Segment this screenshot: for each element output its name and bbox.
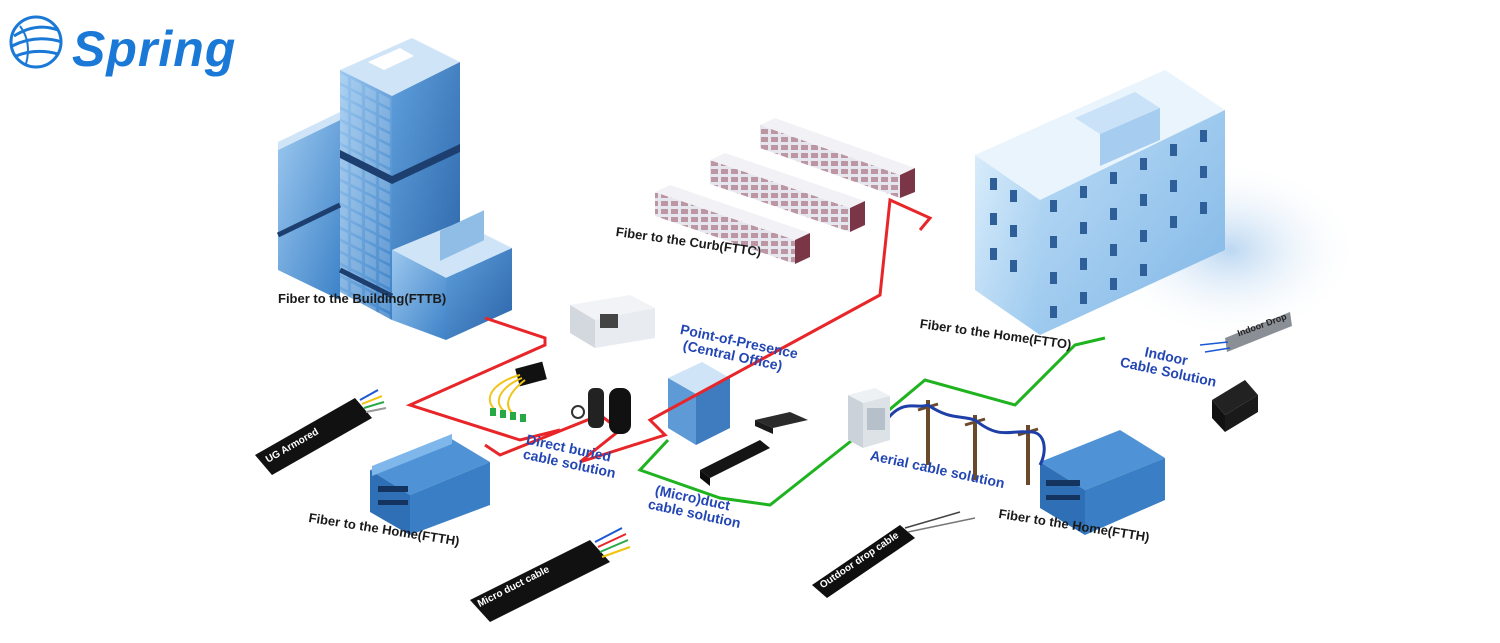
ug-armored-cable xyxy=(255,389,387,475)
ftth-house-right xyxy=(1040,430,1165,535)
inline-closure xyxy=(700,440,770,486)
spring-logo: Spring xyxy=(6,12,286,78)
ftth-house-left xyxy=(370,434,490,535)
patch-panel xyxy=(755,412,808,434)
fttb-building xyxy=(276,38,512,347)
fttc-rowhouses xyxy=(655,118,915,264)
fiber-splitter xyxy=(488,361,547,422)
label-fttb: Fiber to the Building(FTTB) xyxy=(278,291,447,306)
pop-building xyxy=(668,362,730,445)
red-fiber-path-fttc xyxy=(484,197,933,464)
aerial-poles xyxy=(917,400,1039,485)
ftto-building xyxy=(975,70,1225,335)
red-fiber-path-fttb xyxy=(405,316,561,442)
indoor-closure xyxy=(1212,380,1258,432)
ftto-windows xyxy=(990,130,1207,318)
indoor-drop-cable xyxy=(1199,312,1292,353)
aerial-cable xyxy=(878,403,1046,466)
brand-name: Spring xyxy=(72,21,237,77)
globe-logo-icon xyxy=(9,15,63,69)
street-cabinet xyxy=(848,388,890,448)
micro-duct-cable xyxy=(470,527,631,622)
wall-distribution-box xyxy=(570,295,655,348)
splice-closures xyxy=(571,388,631,434)
outdoor-drop-cable xyxy=(812,511,976,598)
